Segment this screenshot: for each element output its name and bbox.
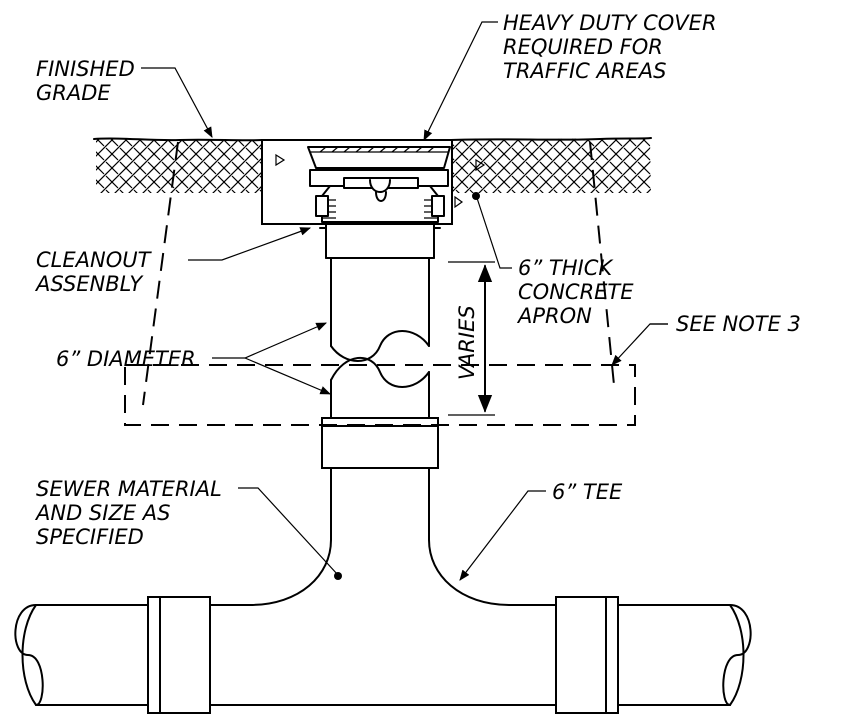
label-apron: 6” THICK CONCRETE APRON: [516, 256, 634, 328]
apron-line-2: CONCRETE: [518, 280, 634, 304]
cleanout-line-1: CLEANOUT: [36, 248, 153, 272]
riser-pipe-lower: [330, 356, 430, 419]
label-6-tee: 6” TEE: [552, 480, 623, 504]
label-heavy-duty-cover: HEAVY DUTY COVER REQUIRED FOR TRAFFIC AR…: [503, 11, 717, 83]
label-cleanout: CLEANOUT ASSENBLY: [34, 248, 153, 296]
label-varies: VARIES: [455, 305, 479, 380]
varies-dimension: [448, 261, 495, 416]
label-sewer-material: SEWER MATERIAL AND SIZE AS SPECIFIED: [34, 477, 222, 549]
sewer-line-3: SPECIFIED: [36, 525, 144, 549]
label-finished-grade: FINISHED GRADE: [36, 57, 135, 105]
label-see-note-3: SEE NOTE 3: [676, 312, 801, 336]
label-6-diameter: 6” DIAMETER: [56, 347, 196, 371]
riser-pipe-upper: [330, 257, 430, 362]
cleanout-line-2: ASSENBLY: [34, 272, 144, 296]
sewer-line-1: SEWER MATERIAL: [36, 477, 222, 501]
pipe-coupling: [321, 417, 439, 469]
cleanout-assembly: [315, 177, 445, 259]
main-pipe-break-right: [722, 604, 752, 706]
soil-right: [450, 137, 652, 193]
cover-line-3: TRAFFIC AREAS: [503, 59, 666, 83]
apron-line-3: APRON: [516, 304, 592, 328]
cover-line-2: REQUIRED FOR: [503, 35, 663, 59]
cover-line-1: HEAVY DUTY COVER: [503, 11, 717, 35]
apron-line-1: 6” THICK: [518, 256, 614, 280]
sewer-line-2: AND SIZE AS: [34, 501, 170, 525]
main-pipe-coupling-right: [555, 596, 619, 714]
leader-lines: [141, 21, 668, 581]
main-pipe-coupling-left: [147, 596, 211, 714]
dashed-excavation-lines: [124, 141, 636, 426]
grade-line-2: GRADE: [36, 81, 111, 105]
soil-left: [93, 137, 263, 193]
main-pipe-break-left: [14, 604, 44, 706]
grade-line-1: FINISHED: [36, 57, 135, 81]
